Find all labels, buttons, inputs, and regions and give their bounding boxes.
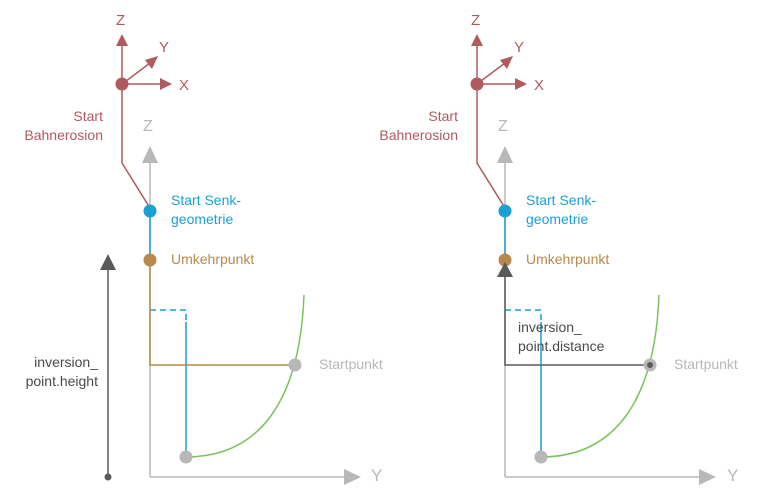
right-lower-y-arrowhead: [699, 469, 716, 485]
right-top-y-label: Y: [514, 39, 525, 56]
left-startpunkt-label: Startpunkt: [319, 356, 383, 372]
right-startpunkt-marker: [647, 362, 653, 368]
left-inversion-height-label: inversion_ point.height: [25, 354, 98, 389]
left-umkehrpunkt-dot: [143, 253, 157, 267]
right-top-z-arrowhead: [471, 34, 483, 46]
left-top-x-label: X: [179, 77, 190, 94]
right-inversion-distance-path: [504, 273, 650, 366]
left-top-z-arrowhead: [116, 34, 128, 46]
left-lower-z-arrowhead: [142, 146, 158, 163]
left-bahnerosion-path: [121, 84, 151, 209]
left-lower-y-arrowhead: [344, 469, 361, 485]
right-lower-z-label: Z: [498, 118, 508, 135]
left-curve-start-dot: [179, 450, 193, 464]
right-top-x-arrowhead: [515, 78, 527, 90]
left-brown-path: [149, 260, 295, 366]
right-panel: [470, 34, 716, 485]
right-inversion-distance-label: inversion_ point.distance: [518, 319, 605, 354]
right-bahnerosion-path: [476, 84, 506, 209]
right-bottom-y-label: Y: [727, 466, 739, 485]
left-bottom-y-label: Y: [371, 466, 383, 485]
left-green-curve: [185, 294, 305, 458]
left-umkehrpunkt-label: Umkehrpunkt: [171, 251, 255, 267]
right-lower-z-arrowhead: [497, 146, 513, 163]
left-top-z-label: Z: [116, 12, 126, 29]
left-top-y-arrowhead: [145, 56, 158, 69]
right-start-bahnerosion-label: Start Bahnerosion: [379, 108, 458, 143]
right-top-y-arrowhead: [500, 56, 513, 69]
right-start-senkgeometrie-label: Start Senk- geometrie: [526, 192, 597, 227]
right-senkgeometrie-dot: [498, 204, 512, 218]
right-green-curve: [540, 294, 660, 458]
right-startpunkt-label: Startpunkt: [674, 356, 738, 372]
left-senkgeometrie-dot: [143, 204, 157, 218]
left-blue-dashed-path: [150, 309, 187, 322]
left-start-bahnerosion-label: Start Bahnerosion: [24, 108, 103, 143]
right-top-z-label: Z: [471, 12, 481, 29]
right-top-x-label: X: [534, 77, 545, 94]
right-inversion-distance-arrowhead: [497, 262, 513, 277]
right-umkehrpunkt-dot: [498, 253, 512, 267]
right-curve-start-dot: [534, 450, 548, 464]
left-lower-z-label: Z: [143, 118, 153, 135]
left-inversion-height-arrowhead: [100, 254, 116, 270]
left-inversion-height-base-dot: [104, 473, 112, 481]
right-umkehrpunkt-label: Umkehrpunkt: [526, 251, 610, 267]
left-top-x-arrowhead: [160, 78, 172, 90]
left-top-y-label: Y: [159, 39, 170, 56]
left-startpunkt-dot: [288, 358, 302, 372]
right-blue-dashed-path: [505, 309, 542, 322]
left-start-senkgeometrie-label: Start Senk- geometrie: [171, 192, 242, 227]
left-panel: [100, 34, 361, 485]
